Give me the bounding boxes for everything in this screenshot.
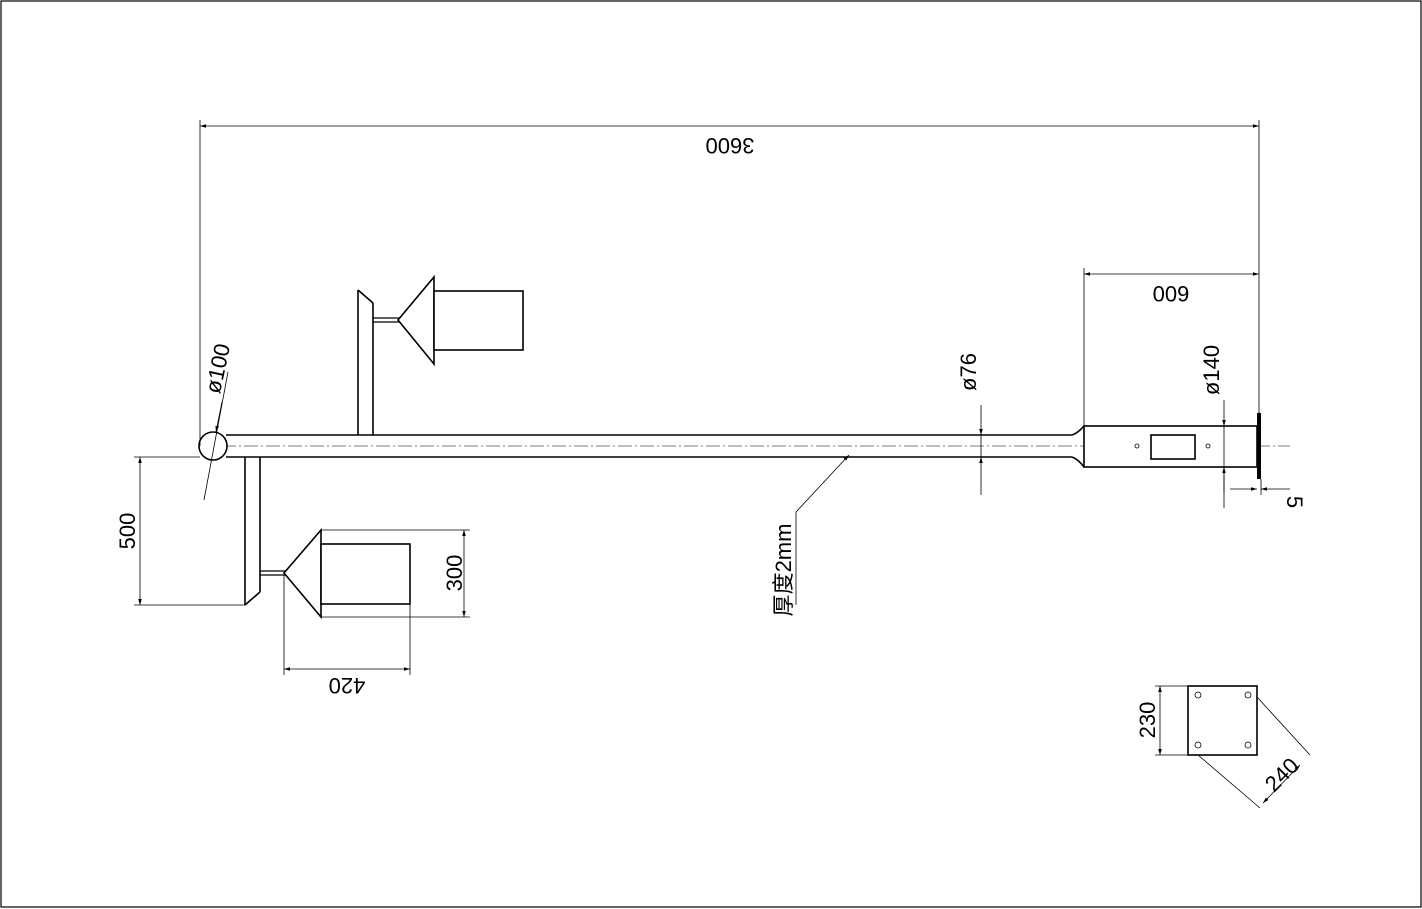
flange-plate xyxy=(1257,413,1261,479)
dim-end-diameter: ø100 xyxy=(200,341,235,501)
dim-pole-diameter: ø76 xyxy=(956,353,983,495)
dim-tip-length: 600 xyxy=(1083,268,1259,426)
bolt-hole xyxy=(1194,691,1202,699)
base-plate-detail: 230 240 xyxy=(1135,685,1311,809)
dim-end-diameter-label: ø100 xyxy=(200,341,235,395)
lower-lamp-housing xyxy=(320,543,411,605)
inspection-door xyxy=(1150,434,1196,460)
bolt-hole xyxy=(1244,691,1252,699)
upper-lamp xyxy=(357,274,524,435)
dim-arm-height-label: 500 xyxy=(115,513,140,550)
dim-lamp-height-label: 300 xyxy=(442,555,467,592)
dim-tip-diameter-label: ø140 xyxy=(1199,345,1224,395)
wall-thickness-callout: 厚度2mm xyxy=(771,454,850,617)
dim-pole-diameter-label: ø76 xyxy=(956,353,981,391)
dim-base-diagonal-label: 240 xyxy=(1260,753,1304,797)
bolt-hole xyxy=(1194,741,1202,749)
dim-base-height-label: 230 xyxy=(1135,702,1160,739)
dim-lamp-width: 420 xyxy=(283,575,411,698)
dim-arm-height: 500 xyxy=(115,456,245,606)
dim-tip-diameter: ø140 xyxy=(1199,345,1226,508)
dim-lamp-width-label: 420 xyxy=(329,673,366,698)
base-plate xyxy=(1187,685,1258,756)
lower-lamp xyxy=(244,457,411,620)
main-pole xyxy=(198,413,1290,479)
upper-lamp-housing xyxy=(433,290,524,351)
dim-lamp-height: 300 xyxy=(321,529,470,618)
dim-total-length: 3600 xyxy=(199,120,1260,446)
pole-end-cap xyxy=(198,431,228,461)
dim-total-length-label: 3600 xyxy=(706,133,755,158)
dim-tip-length-label: 600 xyxy=(1153,281,1190,306)
dim-flange-offset-label: 5 xyxy=(1282,496,1307,508)
wall-thickness-label: 厚度2mm xyxy=(771,524,796,617)
bolt-hole xyxy=(1244,741,1252,749)
dim-flange-offset: 5 xyxy=(1230,479,1307,508)
